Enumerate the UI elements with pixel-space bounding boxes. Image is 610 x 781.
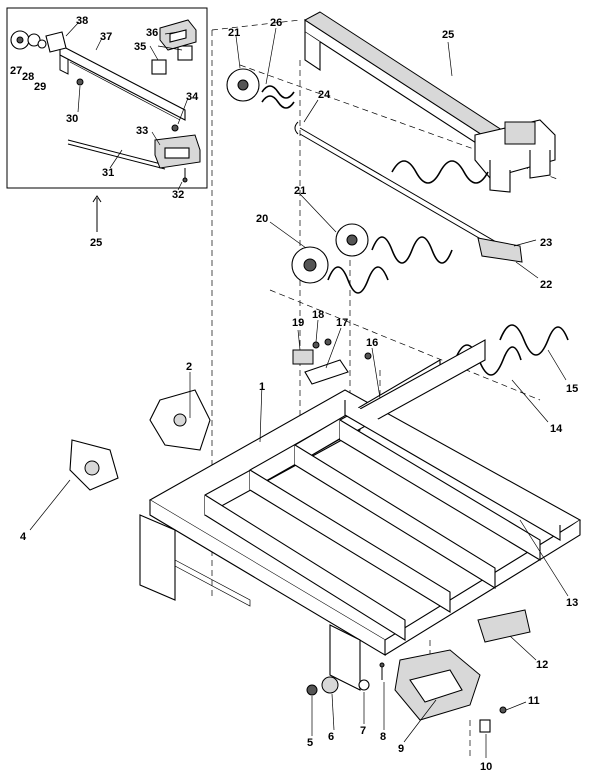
main-tray (139, 339, 582, 691)
tray-side-bracket (329, 624, 361, 691)
callout-15: 15 (566, 383, 578, 395)
tray-end-plate (139, 514, 176, 601)
callout-14: 14 (550, 423, 563, 435)
inset-end-bracket (45, 31, 67, 53)
callout-22: 22 (540, 279, 552, 291)
callout-29: 29 (34, 81, 46, 93)
inset-pin-34 (171, 124, 179, 132)
shaft-spring (391, 160, 489, 184)
spring-upper-row (371, 236, 453, 264)
callout-21-lower: 21 (294, 185, 306, 197)
callout-24: 24 (318, 89, 331, 101)
switch-components (292, 338, 384, 404)
inset-screw-30 (76, 78, 84, 86)
callout-labels: 1 2 4 5 6 7 8 9 10 11 12 13 14 15 16 17 … (10, 15, 578, 773)
inset-rod (67, 139, 166, 166)
bracket-22 (477, 237, 523, 263)
upper-gear-and-spring (226, 68, 523, 263)
lower-gears-and-springs (291, 223, 569, 376)
callout-25-inset: 25 (90, 237, 102, 249)
callout-11: 11 (528, 695, 540, 707)
washer-7 (358, 679, 370, 691)
clip-10 (479, 719, 491, 733)
callout-25-upper: 25 (442, 29, 454, 41)
callout-9: 9 (398, 743, 404, 755)
callout-16: 16 (366, 337, 378, 349)
spring-15 (499, 324, 569, 356)
bottom-hardware (306, 609, 531, 733)
callout-28: 28 (22, 71, 34, 83)
screw-11 (499, 706, 507, 714)
callout-23: 23 (540, 237, 552, 249)
inset-relay (151, 59, 167, 75)
callout-19: 19 (292, 317, 304, 329)
callout-5: 5 (307, 737, 313, 749)
callout-7: 7 (360, 725, 366, 737)
callout-12: 12 (536, 659, 548, 671)
inset-detail-box (6, 7, 208, 232)
callout-30: 30 (66, 113, 78, 125)
callout-26: 26 (270, 17, 282, 29)
leader-lines (29, 27, 569, 758)
shaft-24 (299, 127, 511, 251)
screw-18 (312, 341, 320, 349)
callout-10: 10 (480, 761, 492, 773)
callout-35: 35 (134, 41, 146, 53)
callout-36: 36 (146, 27, 158, 39)
inset-nut-29 (37, 39, 47, 49)
callout-21-upper: 21 (228, 27, 240, 39)
inset-rail (59, 44, 186, 121)
callout-32: 32 (172, 189, 184, 201)
inset-frame (6, 7, 208, 189)
callout-1: 1 (259, 381, 265, 393)
callout-18: 18 (312, 309, 324, 321)
screw-5 (306, 684, 318, 696)
callout-33: 33 (136, 125, 148, 137)
spring-14 (454, 344, 522, 376)
block-12 (477, 609, 531, 643)
spring-26 (261, 85, 295, 99)
top-rail-assembly (304, 11, 556, 193)
callout-37: 37 (100, 31, 112, 43)
motors (69, 389, 211, 491)
knob-6 (321, 676, 339, 694)
callout-34: 34 (186, 91, 199, 103)
callout-2: 2 (186, 361, 192, 373)
callout-6: 6 (328, 731, 334, 743)
bracket-17 (304, 359, 349, 385)
callout-17: 17 (336, 317, 348, 329)
switch-19 (292, 349, 314, 365)
callout-27: 27 (10, 65, 22, 77)
screw-16 (364, 352, 372, 360)
callout-8: 8 (380, 731, 386, 743)
callout-20: 20 (256, 213, 268, 225)
callout-13: 13 (566, 597, 578, 609)
callout-4: 4 (20, 531, 27, 543)
callout-31: 31 (102, 167, 114, 179)
callout-38: 38 (76, 15, 88, 27)
